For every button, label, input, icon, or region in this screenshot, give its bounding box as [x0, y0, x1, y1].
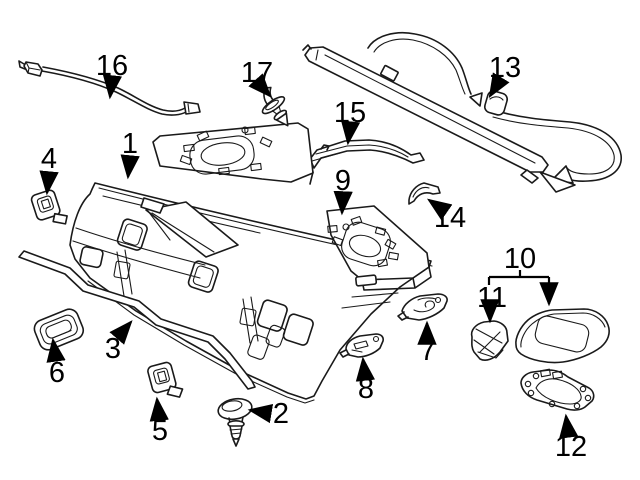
support-rail-drawing [309, 139, 425, 169]
callout-arrow-15 [340, 120, 361, 146]
retainer-clip-b-drawing [147, 361, 184, 398]
anchor-bezel-drawing [33, 308, 85, 351]
part-labels: 1 2 3 4 5 6 7 8 9 10 11 12 13 14 15 16 1… [41, 50, 587, 463]
callout-arrow-12 [559, 413, 579, 439]
part-label-13: 13 [489, 52, 521, 84]
part-label-17: 17 [241, 57, 273, 89]
callout-arrow-6 [46, 337, 66, 363]
callout-arrows [39, 72, 579, 439]
callout-arrow-4 [39, 170, 59, 196]
push-clip-drawing [261, 86, 289, 127]
part-label-2: 2 [273, 398, 289, 430]
wire-harness-drawing [18, 60, 201, 116]
part-label-6: 6 [49, 357, 65, 389]
speaker-gasket-drawing [520, 368, 595, 411]
part-label-12: 12 [555, 431, 587, 463]
part-label-14: 14 [434, 202, 466, 234]
callout-arrow-14 [427, 198, 453, 221]
cover-clip-drawing [470, 320, 509, 361]
side-bracket-lower-drawing [339, 333, 384, 358]
callout-bracket-10 [487, 270, 549, 285]
push-rivet-drawing [217, 397, 253, 447]
callout-arrow-1 [120, 154, 140, 180]
rear-shelf-panel-drawing [69, 122, 433, 404]
side-bracket-upper-drawing [397, 293, 448, 321]
callout-arrow-13 [488, 72, 510, 99]
part-label-8: 8 [358, 373, 374, 405]
part-label-9: 9 [335, 165, 351, 197]
callout-arrow-8 [355, 356, 376, 382]
part-label-1: 1 [122, 128, 138, 160]
callout-arrow-16 [102, 74, 123, 100]
part-label-11: 11 [477, 282, 507, 314]
package-tray-trim-drawing [302, 32, 622, 193]
part-label-4: 4 [41, 143, 57, 175]
part-label-3: 3 [105, 333, 121, 365]
part-label-7: 7 [420, 335, 436, 367]
callout-arrow-17 [248, 73, 272, 98]
part-label-15: 15 [334, 97, 366, 129]
trim-end-bracket-drawing [408, 182, 441, 205]
callout-arrow-9 [333, 190, 353, 216]
retainer-clip-a-drawing [30, 189, 68, 225]
part-label-10: 10 [504, 243, 536, 275]
callout-arrow-5 [149, 396, 169, 422]
speaker-cover-drawing [515, 308, 610, 364]
part-label-5: 5 [152, 415, 168, 447]
seal-strip-drawing [18, 250, 256, 390]
part-label-16: 16 [96, 50, 128, 82]
callout-arrow-2 [247, 404, 274, 424]
callout-arrow-3 [109, 320, 133, 345]
